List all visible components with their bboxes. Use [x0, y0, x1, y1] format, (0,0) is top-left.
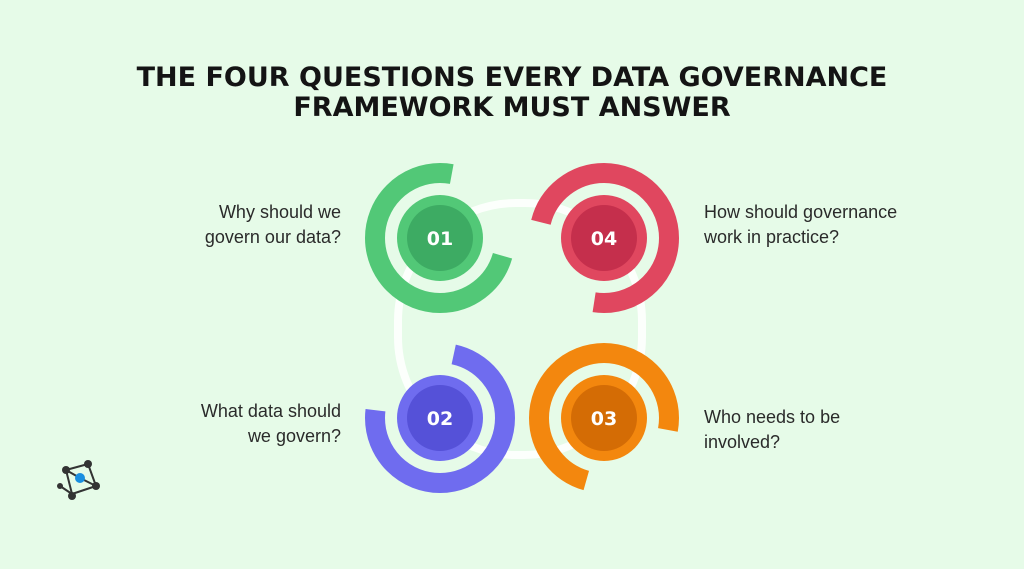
question-node-03: 03	[529, 343, 679, 493]
question-01-line-2: govern our data?	[204, 227, 341, 247]
question-node-02: 02	[365, 343, 515, 493]
question-04-text: How should governance work in practice?	[704, 200, 897, 250]
node-01-inner-disc	[407, 205, 473, 271]
title-line-2: FRAMEWORK MUST ANSWER	[293, 92, 731, 123]
node-03-number: 03	[591, 408, 617, 430]
node-02-outer-ring	[365, 343, 515, 493]
question-02-line-1: What data should	[200, 401, 341, 421]
node-04-outer-ring	[529, 163, 679, 313]
question-01-text: Why should we govern our data?	[205, 200, 341, 250]
node-02-inner-disc	[407, 385, 473, 451]
question-02-line-2: we govern?	[247, 426, 341, 446]
question-node-04: 04	[529, 163, 679, 313]
node-02-number: 02	[427, 408, 453, 430]
node-01-outer-ring	[365, 163, 515, 313]
question-03-line-2: involved?	[704, 432, 781, 452]
question-03-line-1: Who needs to be	[704, 407, 841, 427]
network-node-logo-icon	[57, 460, 100, 500]
connector-ring	[394, 199, 646, 459]
node-04-inner-disc	[571, 205, 637, 271]
question-04-line-1: How should governance	[704, 202, 898, 222]
node-04-number: 04	[591, 228, 617, 250]
node-03-inner-disc	[571, 385, 637, 451]
title-line-1: THE FOUR QUESTIONS EVERY DATA GOVERNANCE	[136, 62, 888, 93]
question-04-line-2: work in practice?	[704, 227, 840, 247]
question-01-line-1: Why should we	[218, 202, 341, 222]
question-03-text: Who needs to be involved?	[704, 405, 840, 455]
node-01-number: 01	[427, 228, 453, 250]
node-03-outer-ring	[529, 343, 679, 493]
question-node-01: 01	[365, 163, 515, 313]
question-02-text: What data should we govern?	[201, 399, 341, 449]
